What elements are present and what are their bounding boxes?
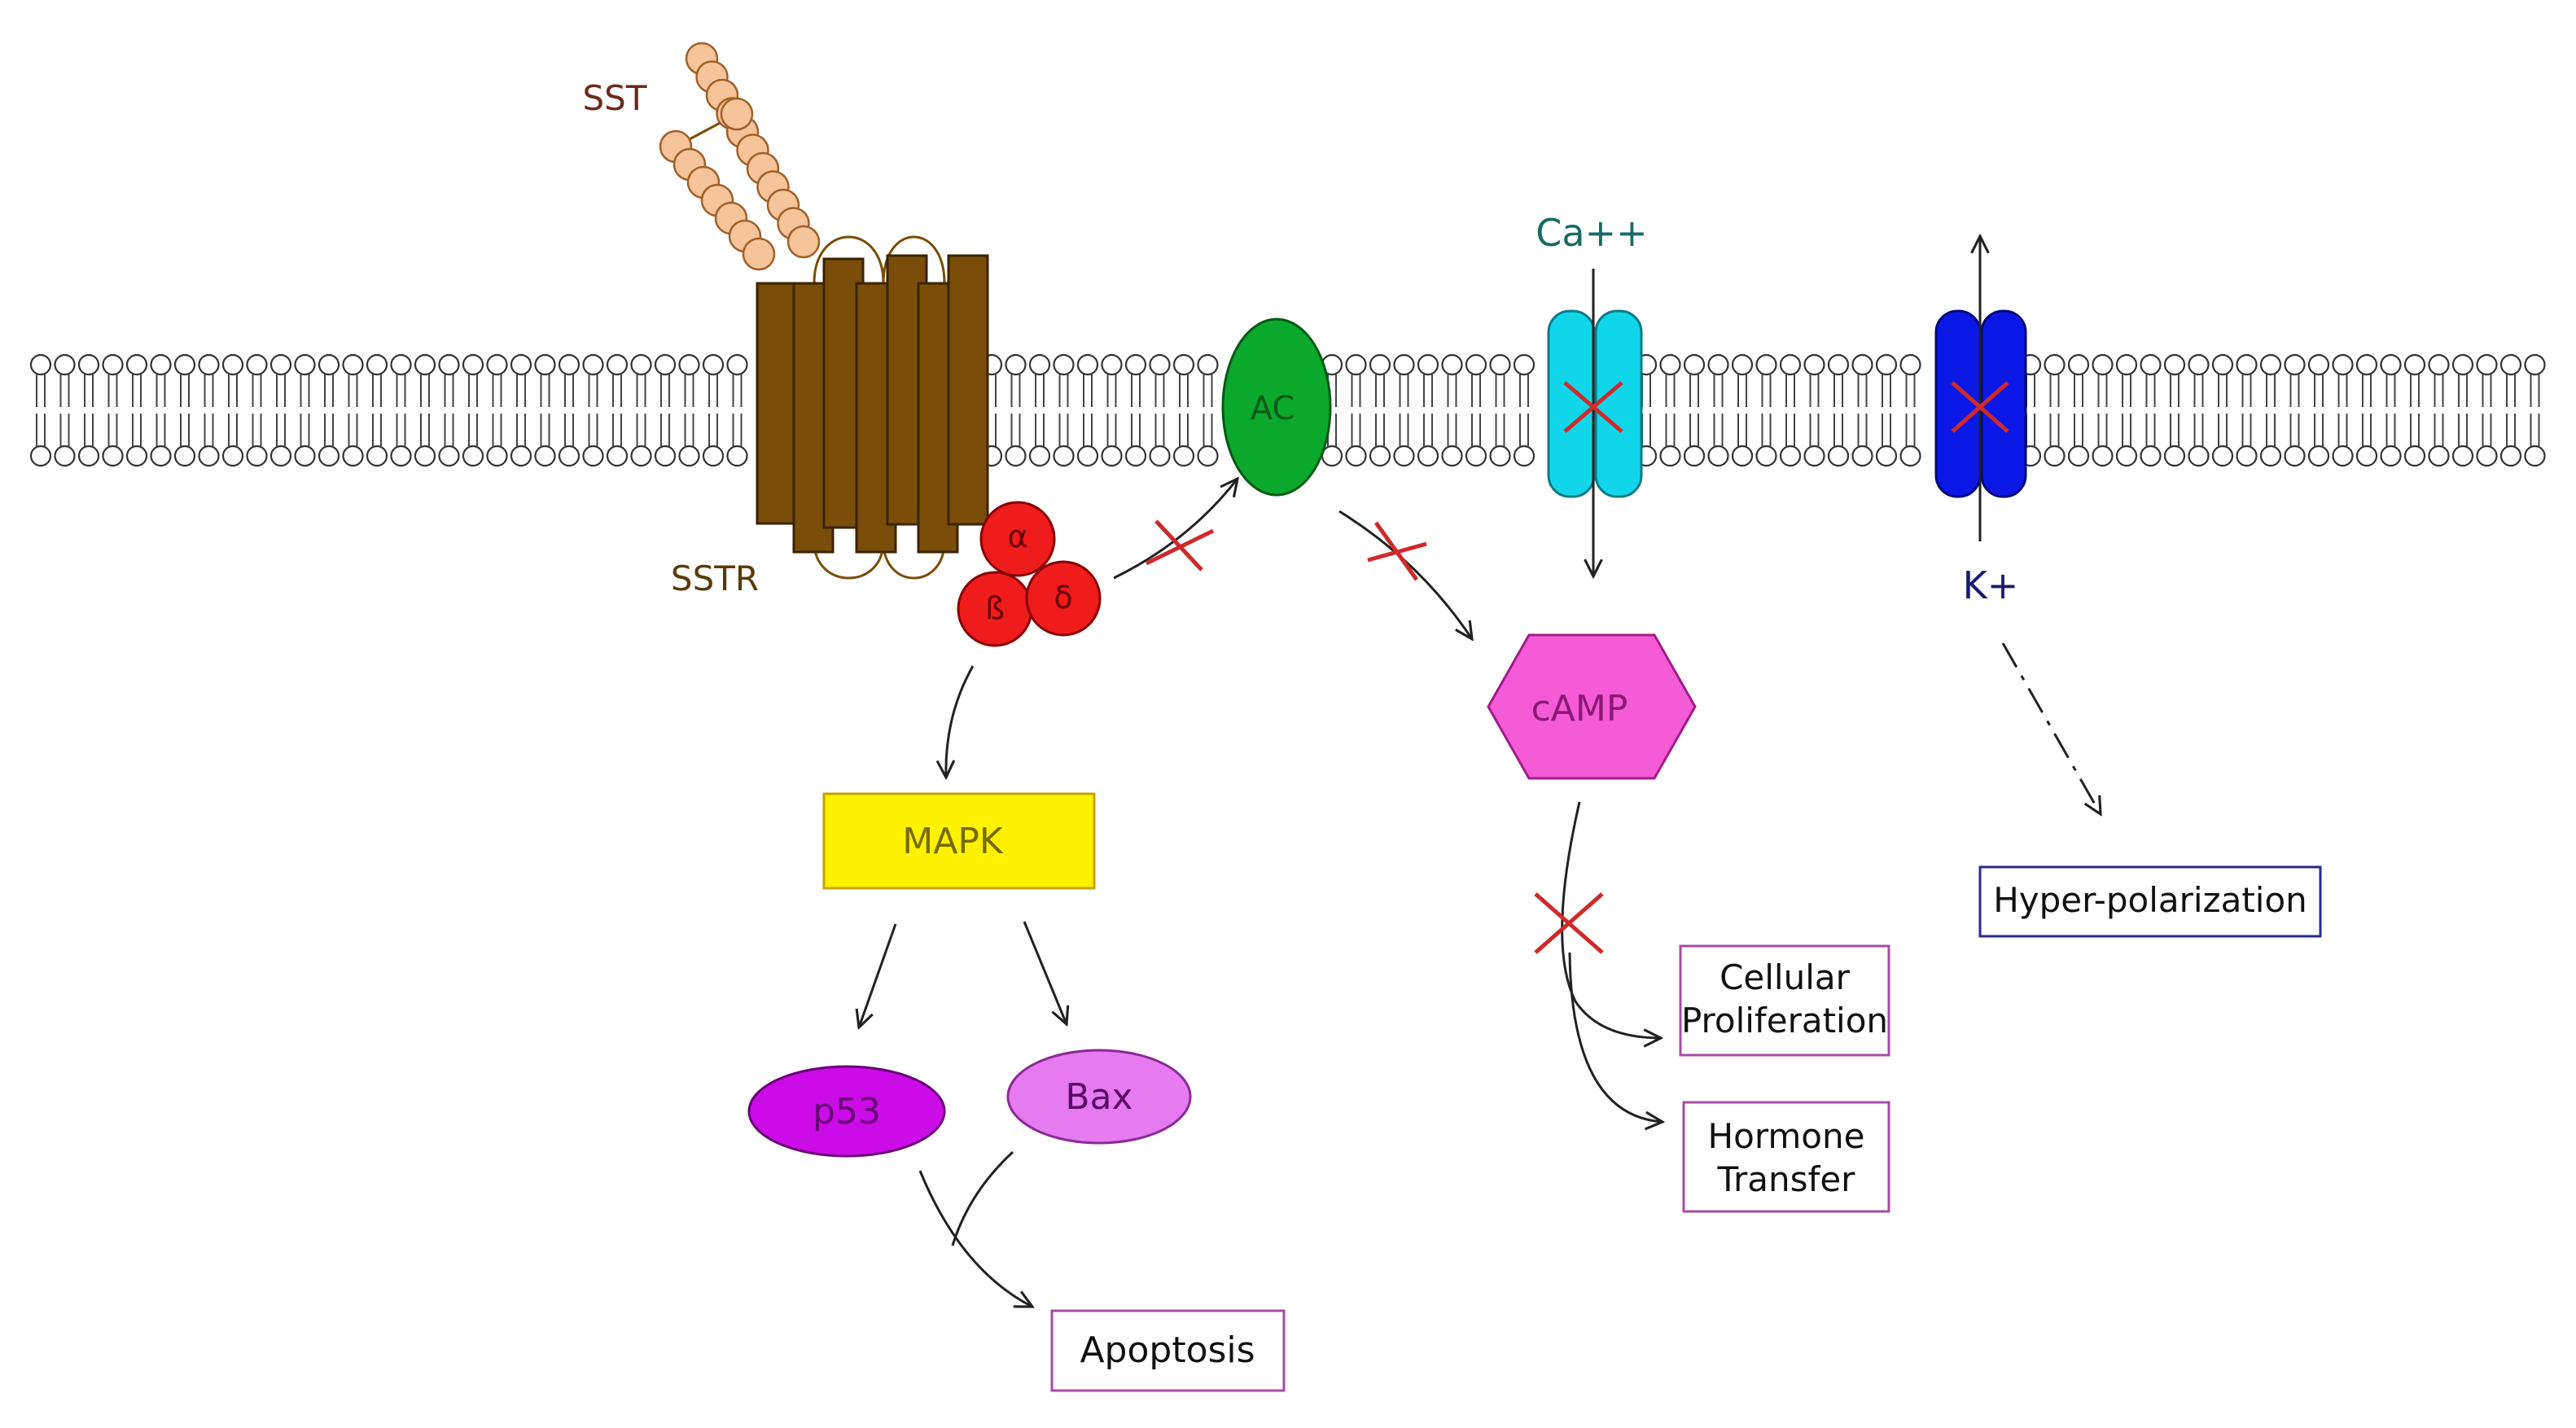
cell-membrane: [29, 353, 2546, 467]
g-protein-alpha-subunit: [979, 501, 1056, 577]
camp-effect-inhibition-x-icon: [1534, 892, 1604, 954]
g-protein-delta-subunit: [1025, 560, 1102, 637]
sst-amino-acid-bead: [742, 237, 776, 271]
apoptosis-box: [1050, 1309, 1286, 1392]
k-to-hyperpolarization-arrow: [2001, 642, 2101, 814]
g-protein: α ß δ: [957, 501, 1102, 647]
calcium-inhibition-x-icon: [1563, 381, 1623, 433]
calcium-channel: [1547, 269, 1643, 576]
alpha-label: α: [1007, 519, 1027, 554]
sst-label: SST: [583, 78, 647, 118]
mapk-to-p53-arrow: [859, 923, 897, 1027]
hyperpolarization-box: [1978, 865, 2322, 938]
g-protein-to-mapk-arrow: [946, 665, 975, 778]
hyperpolarization-label: Hyper-polarization: [1993, 880, 2307, 920]
camp-molecule: [1487, 633, 1697, 780]
beta-label: ß: [985, 590, 1005, 626]
bax-to-apoptosis-line: [951, 1150, 1014, 1246]
p53-to-apoptosis-arrow: [918, 1170, 1032, 1307]
hormone-transfer-box: [1682, 1101, 1890, 1213]
hormone-transfer-line1: Hormone: [1708, 1116, 1865, 1156]
delta-label: δ: [1054, 580, 1072, 615]
ac-label: AC: [1251, 390, 1295, 427]
ac-inhibition-x-icon: [1145, 519, 1215, 572]
p53-protein: [747, 1065, 946, 1158]
ac-to-camp-arrow: [1338, 510, 1472, 639]
cellular-proliferation-line1: Cellular: [1720, 957, 1851, 997]
apoptosis-label: Apoptosis: [1080, 1329, 1255, 1371]
bax-protein: [1006, 1049, 1192, 1145]
cellular-proliferation-box: [1679, 944, 1890, 1057]
camp-to-proliferation-arrow: [1561, 801, 1661, 1038]
camp-to-hormone-arrow: [1568, 952, 1663, 1122]
mapk-to-bax-arrow: [1023, 921, 1067, 1024]
p53-label: p53: [813, 1091, 881, 1132]
mapk-box: [822, 792, 1096, 890]
sstr-receptor: [756, 235, 989, 580]
adenylyl-cyclase: [1221, 318, 1332, 497]
potassium-channel: [1934, 236, 2027, 541]
hormone-transfer-line2: Transfer: [1717, 1159, 1856, 1199]
sst-amino-acid-bead: [786, 225, 821, 259]
mapk-label: MAPK: [902, 821, 1004, 862]
calcium-label: Ca++: [1536, 211, 1647, 255]
bax-label: Bax: [1065, 1076, 1132, 1118]
camp-label: cAMP: [1531, 688, 1628, 729]
cellular-proliferation-line2: Proliferation: [1681, 1001, 1888, 1040]
sst-amino-acid-bead: [720, 97, 754, 131]
g-protein-to-ac-arrow: [1113, 479, 1238, 580]
sstr-label: SSTR: [671, 558, 759, 598]
potassium-label: K+: [1963, 563, 2019, 607]
camp-inhibition-x-icon: [1367, 521, 1427, 581]
potassium-inhibition-x-icon: [1951, 381, 2009, 433]
sst-peptide: [659, 42, 821, 271]
